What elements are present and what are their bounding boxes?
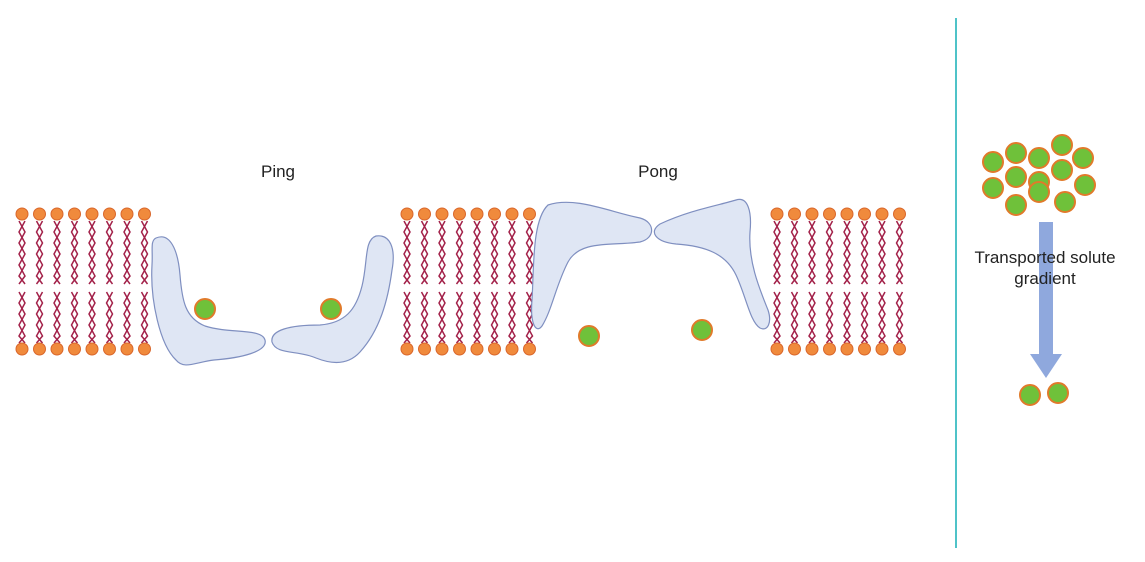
- lipid-molecule: [32, 207, 47, 356]
- lipid-molecule: [840, 207, 854, 356]
- solute-molecule: [1051, 159, 1073, 181]
- lipid-bilayer-right: [770, 207, 907, 356]
- gradient-arrow-icon: [1030, 222, 1062, 378]
- lipid-molecule: [822, 207, 837, 356]
- solute-molecule: [1005, 194, 1027, 216]
- lipid-molecule: [15, 207, 29, 356]
- solute-molecule: [1072, 147, 1094, 169]
- lipid-molecule: [505, 207, 519, 356]
- lipid-molecule: [67, 207, 82, 356]
- solute-molecule: [194, 298, 216, 320]
- lipid-molecule: [50, 207, 64, 356]
- solute-molecule: [1047, 382, 1069, 404]
- solute-molecule: [1054, 191, 1076, 213]
- pong-label: Pong: [638, 162, 678, 181]
- lipid-molecule: [487, 207, 502, 356]
- lipid-bilayer-left: [15, 207, 152, 356]
- solute-cluster-low-concentration: [1019, 382, 1069, 406]
- lipid-molecule: [417, 207, 432, 356]
- solute-molecule: [1028, 147, 1050, 169]
- lipid-molecule: [770, 207, 784, 356]
- lipid-molecule: [805, 207, 819, 356]
- lipid-molecule: [892, 207, 907, 356]
- lipid-molecule: [85, 207, 99, 356]
- lipid-molecule: [435, 207, 449, 356]
- pong-transporter-left-subunit: [531, 201, 653, 330]
- ping-label: Ping: [260, 162, 296, 181]
- solute-molecule: [1028, 181, 1050, 203]
- ping-transporter-left-subunit: [151, 236, 266, 366]
- gradient-label: Transported solute gradient: [974, 248, 1116, 288]
- lipid-molecule: [102, 207, 117, 356]
- solute-cluster-high-concentration: [982, 134, 1096, 216]
- solute-molecule: [578, 325, 600, 347]
- solute-molecule: [1019, 384, 1041, 406]
- solute-molecule: [691, 319, 713, 341]
- lipid-molecule: [470, 207, 484, 356]
- lipid-molecule: [400, 207, 414, 356]
- solute-molecule: [1051, 134, 1073, 156]
- solute-molecule: [982, 151, 1004, 173]
- pong-transporter-right-subunit: [653, 198, 771, 330]
- lipid-bilayer-middle: [400, 207, 537, 356]
- solute-molecule: [320, 298, 342, 320]
- solute-molecule: [982, 177, 1004, 199]
- solute-molecule: [1005, 142, 1027, 164]
- lipid-molecule: [120, 207, 134, 356]
- lipid-molecule: [452, 207, 467, 356]
- lipid-molecule: [137, 207, 152, 356]
- lipid-molecule: [875, 207, 889, 356]
- solute-molecule: [1005, 166, 1027, 188]
- ping-transporter-right-subunit: [271, 235, 394, 364]
- lipid-molecule: [857, 207, 872, 356]
- lipid-molecule: [787, 207, 802, 356]
- solute-molecule: [1074, 174, 1096, 196]
